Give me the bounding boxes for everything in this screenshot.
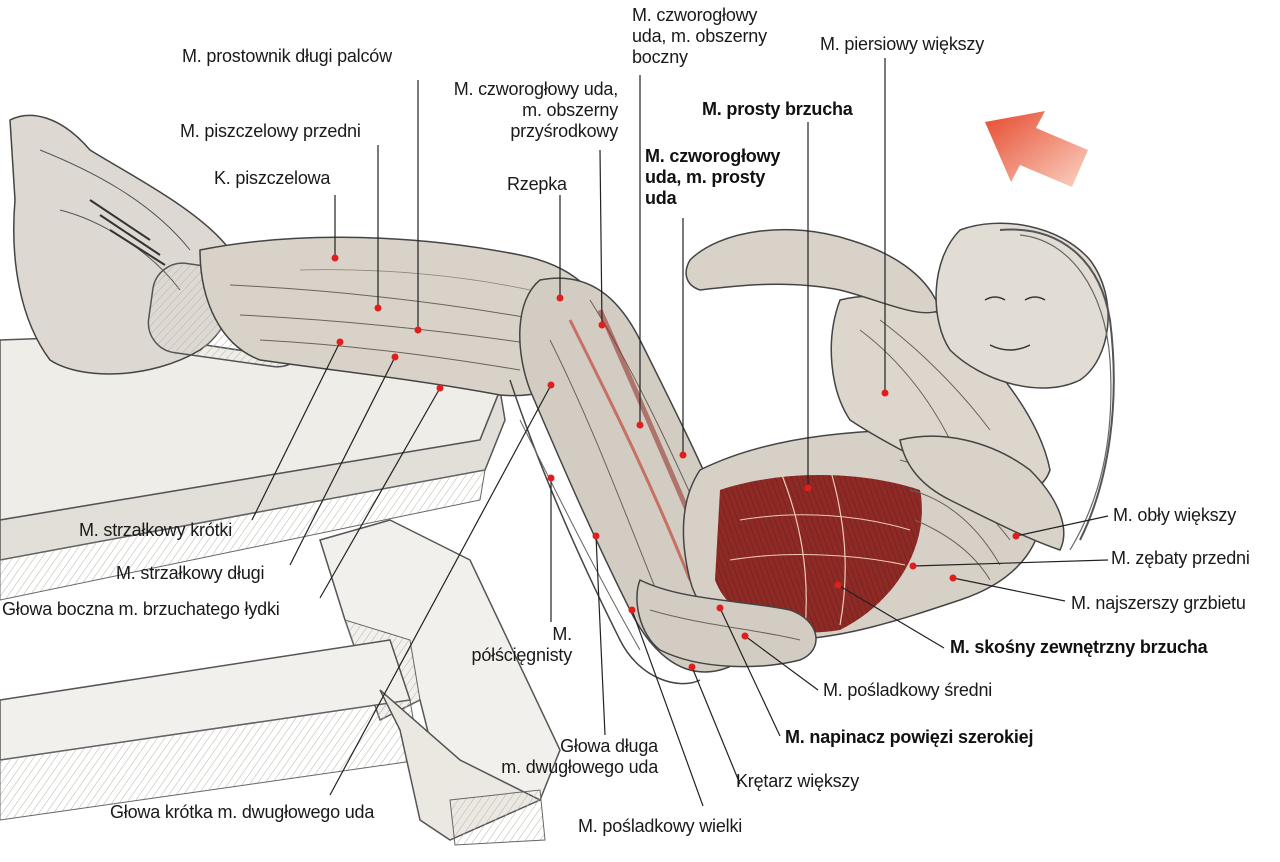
label-piersiowy-wiekszy: M. piersiowy większy [820,34,985,54]
label-kretarz: Krętarz większy [736,771,860,791]
label-czworoglowy-boczny: M. czworogłowy uda, m. obszerny boczny [632,5,767,67]
label-czworoglowy-prosty: M. czworogłowy uda, m. prosty uda [645,146,781,208]
label-strzalkowy-dlugi: M. strzałkowy długi [116,563,265,583]
label-glowa-boczna: Głowa boczna m. brzuchatego łydki [2,599,280,619]
label-k-piszczelowa: K. piszczelowa [214,168,331,188]
hip [636,578,817,668]
leader-lines [251,58,1109,807]
label-skosny-zewnetrzny: M. skośny zewnętrzny brzucha [950,637,1208,657]
upper-body [685,228,1065,551]
label-strzalkowy-krotki: M. strzałkowy krótki [79,520,233,540]
label-polsciegnisty: M. półścięgnisty [471,624,573,665]
label-prostownik-dlugi-palcow: M. prostownik długi palców [182,46,392,66]
marker-dots [331,254,1020,671]
label-posladkowy-wielki: M. pośladkowy wielki [578,816,743,836]
label-glowa-dluga: Głowa długa m. dwugłowego uda [501,736,658,777]
label-prosty-brzucha: M. prosty brzucha [702,99,853,119]
label-piszczelowy-przedni: M. piszczelowy przedni [180,121,361,141]
leg-shin [199,236,611,397]
label-najszerszy-grzbietu: M. najszerszy grzbietu [1071,593,1246,613]
label-czworoglowy-przysrodkowy: M. czworogłowy uda, m. obszerny przyśrod… [453,79,618,141]
red-direction-arrow-icon [985,111,1088,187]
label-napinacz: M. napinacz powięzi szerokiej [785,727,1034,747]
label-zebaty-przedni: M. zębaty przedni [1111,548,1250,568]
label-obly-wiekszy: M. obły większy [1113,505,1237,525]
label-rzepka: Rzepka [507,174,567,194]
head [935,222,1115,551]
label-posladkowy-sredni: M. pośladkowy średni [823,680,993,700]
bench [0,334,561,846]
label-glowa-krotka: Głowa krótka m. dwugłowego uda [110,802,375,822]
